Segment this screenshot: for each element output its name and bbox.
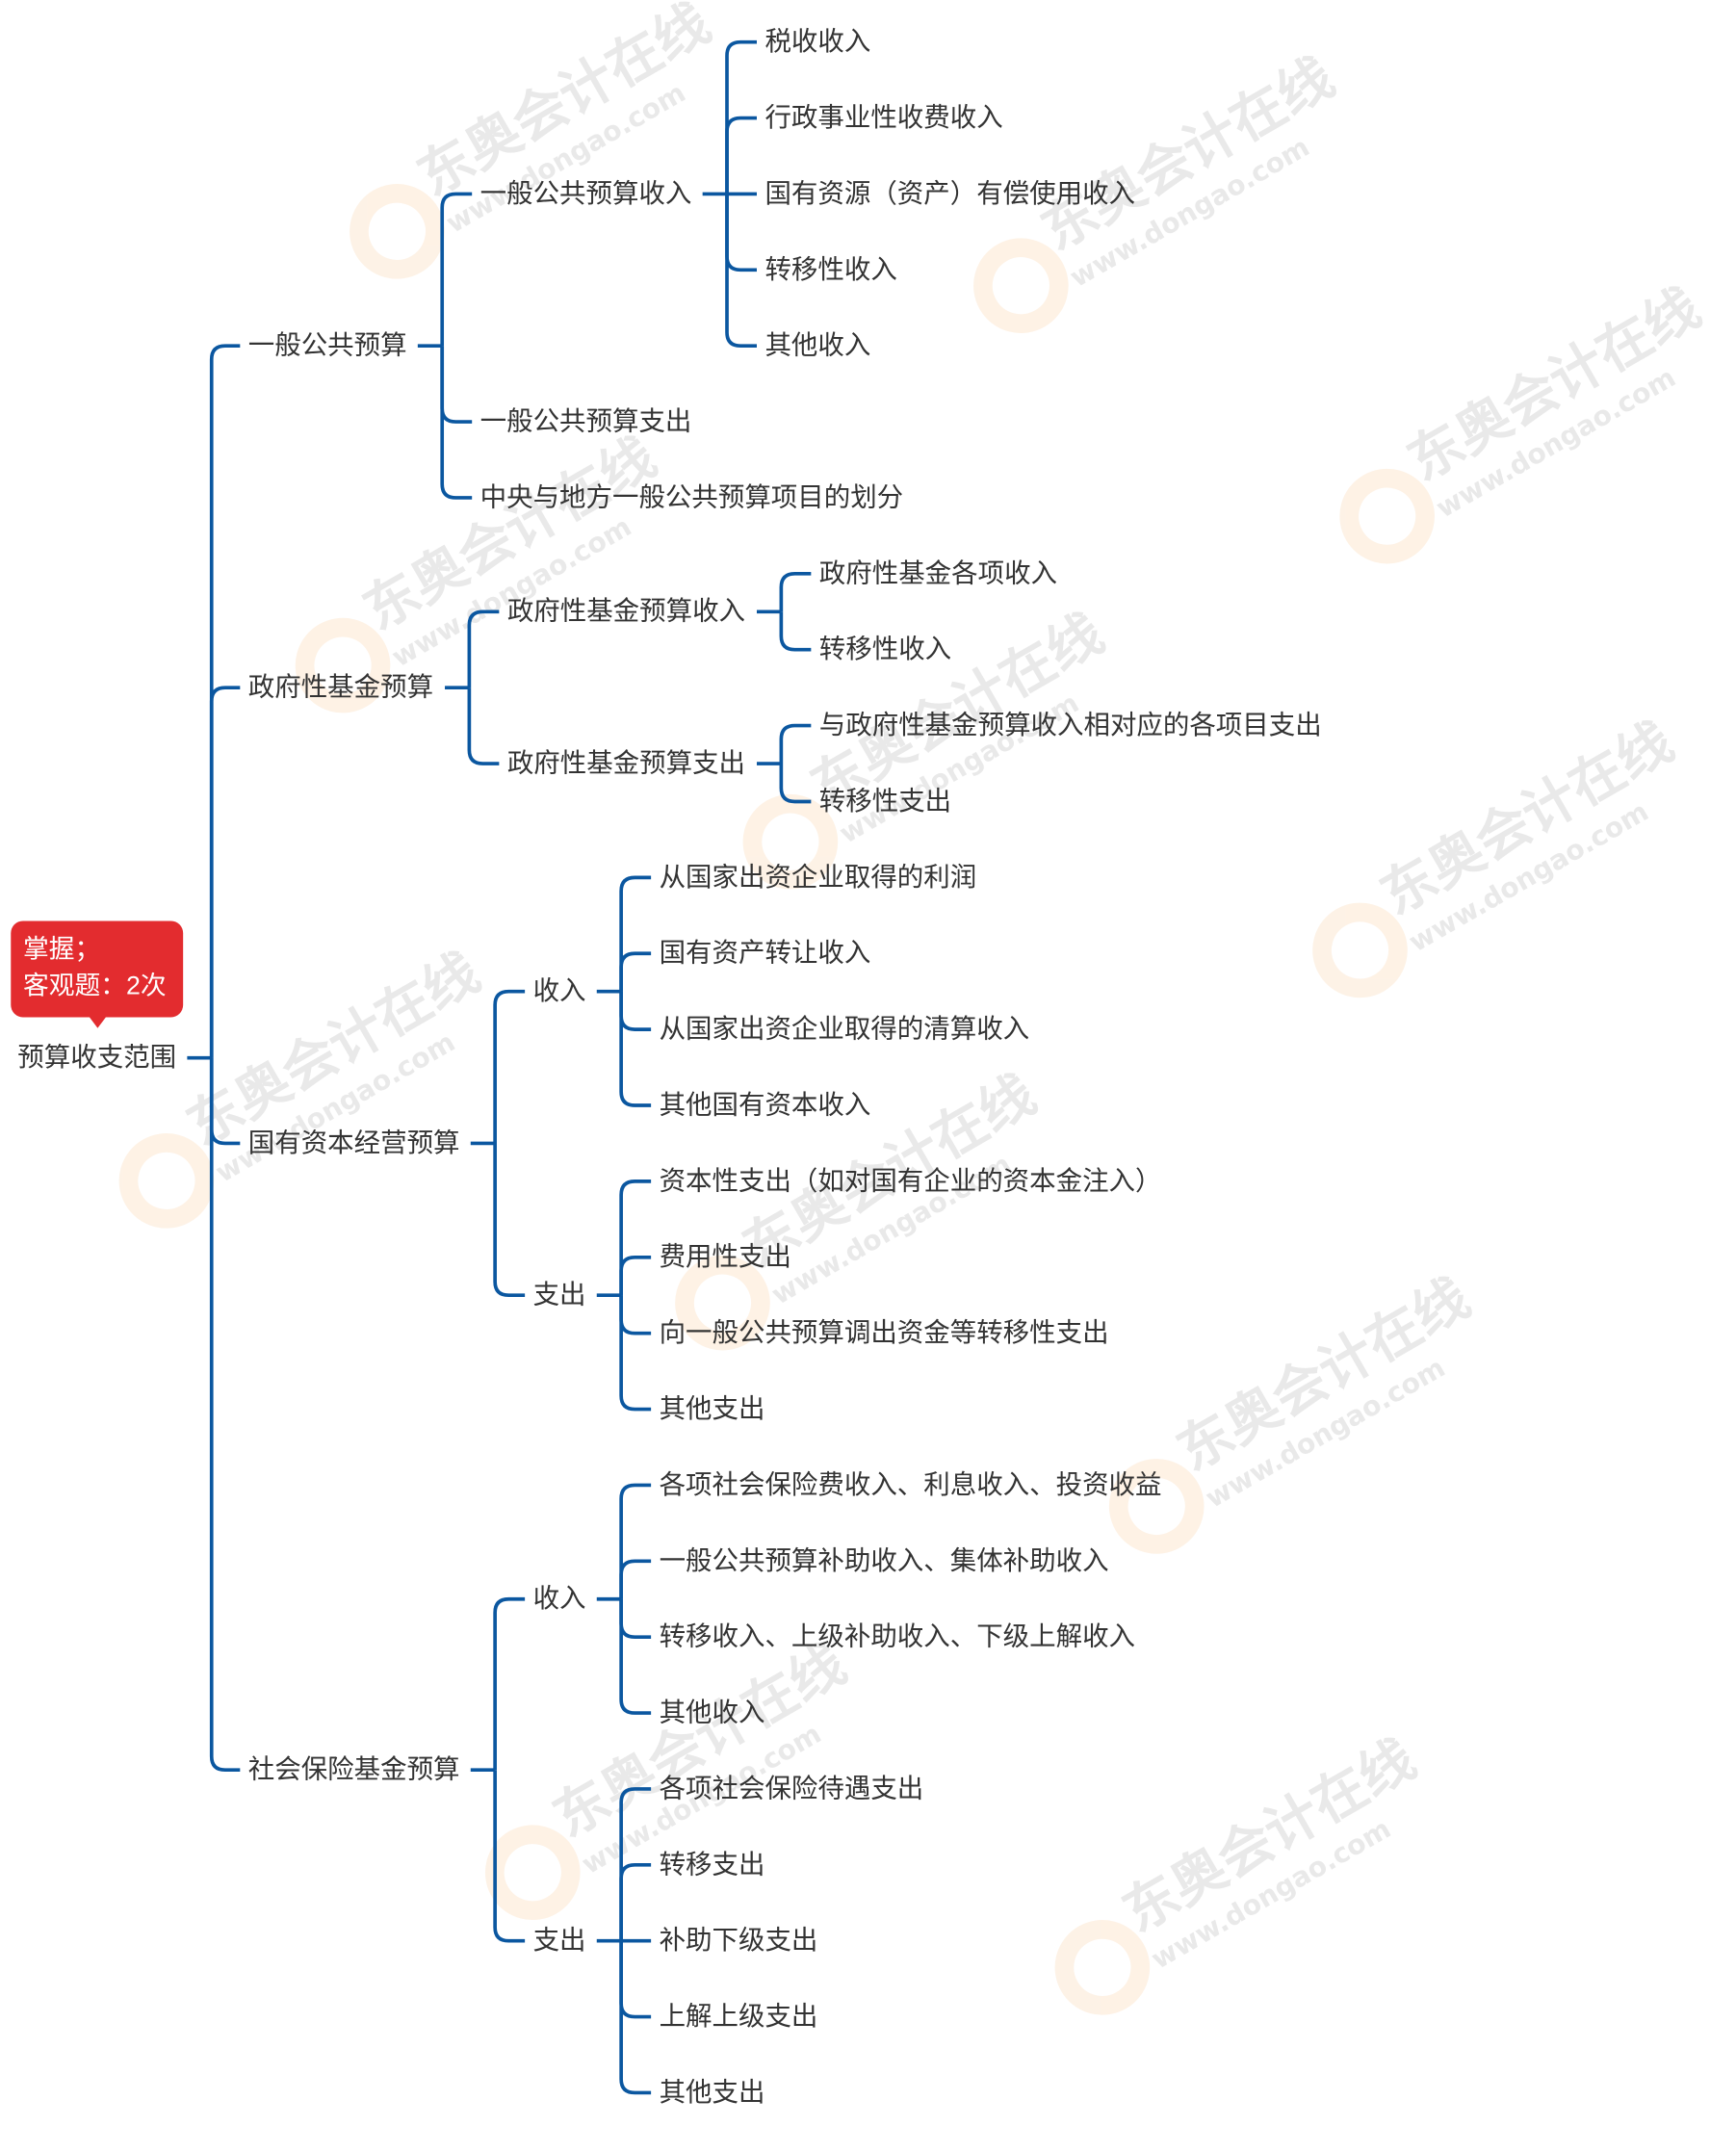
branch-connector	[619, 991, 652, 1031]
leaf-node[interactable]: 行政事业性收费收入	[764, 103, 1003, 134]
leaf-node[interactable]: 与政府性基金预算收入相对应的各项目支出	[818, 711, 1322, 741]
topic-node[interactable]: 政府性基金预算	[247, 672, 434, 703]
branch-connector	[619, 1862, 652, 1941]
topic-node[interactable]: 收入	[532, 1584, 586, 1615]
leaf-node[interactable]: 上解上级支出	[659, 2002, 818, 2033]
branch-connector	[619, 1559, 652, 1599]
branch-connector	[619, 991, 652, 1107]
branch-connector	[779, 611, 812, 652]
branch-connector	[725, 194, 757, 349]
branch-connector	[440, 346, 473, 500]
branch-connector	[619, 1255, 652, 1296]
branch-connector	[725, 116, 757, 194]
leaf-node[interactable]: 一般公共预算补助收入、集体补助收入	[659, 1545, 1109, 1576]
branch-connector	[619, 1598, 652, 1715]
leaf-node[interactable]: 国有资产转让收入	[659, 938, 871, 969]
branch-connector	[493, 1143, 526, 1298]
leaf-node[interactable]: 一般公共预算支出	[479, 406, 692, 437]
branch-connector	[440, 346, 473, 424]
topic-node[interactable]: 一般公共预算收入	[479, 178, 692, 209]
branch-connector	[619, 1787, 652, 1941]
topic-node[interactable]: 一般公共预算	[247, 330, 407, 361]
badge-line-1: 掌握；	[22, 935, 101, 965]
branch-connector	[779, 764, 812, 804]
branch-connector	[619, 1295, 652, 1335]
root-topic[interactable]: 预算收支范围	[17, 1043, 177, 1074]
branch-connector	[440, 192, 473, 347]
topic-node[interactable]: 政府性基金预算收入	[506, 596, 746, 627]
leaf-node[interactable]: 税收收入	[764, 27, 871, 58]
branch-connector	[779, 723, 812, 765]
branch-connector	[467, 687, 500, 765]
leaf-node[interactable]: 其他收入	[764, 330, 871, 361]
branch-connector	[209, 344, 241, 1058]
leaf-node[interactable]: 从国家出资企业取得的利润	[659, 862, 977, 893]
topic-node[interactable]: 收入	[532, 976, 586, 1007]
branch-connector	[619, 1940, 652, 2095]
branch-connector	[725, 194, 757, 272]
leaf-node[interactable]: 费用性支出	[659, 1242, 791, 1273]
branch-connector	[619, 1598, 652, 1640]
branch-connector	[493, 1770, 526, 1943]
leaf-node[interactable]: 向一般公共预算调出资金等转移性支出	[659, 1318, 1109, 1349]
branch-connector	[779, 572, 812, 612]
leaf-node[interactable]: 其他国有资本收入	[659, 1090, 871, 1121]
branch-connector	[209, 1057, 241, 1146]
topic-node[interactable]: 支出	[532, 1926, 586, 1957]
topic-node[interactable]: 社会保险基金预算	[247, 1754, 460, 1785]
leaf-node[interactable]: 其他收入	[659, 1698, 765, 1728]
branch-connector	[619, 951, 652, 992]
leaf-node[interactable]: 从国家出资企业取得的清算收入	[659, 1014, 1030, 1045]
leaf-node[interactable]: 转移性支出	[818, 786, 952, 817]
leaf-node[interactable]: 政府性基金各项收入	[818, 558, 1058, 589]
branch-connector	[493, 989, 526, 1144]
mastery-badge: 掌握； 客观题：2次	[11, 920, 184, 1028]
branch-connector	[619, 1295, 652, 1412]
topic-node[interactable]: 支出	[532, 1280, 586, 1310]
topic-node[interactable]: 国有资本经营预算	[247, 1128, 460, 1158]
leaf-node[interactable]: 资本性支出（如对国有企业的资本金注入）	[659, 1166, 1162, 1197]
branch-connector	[209, 1057, 241, 1773]
leaf-node[interactable]: 国有资源（资产）有偿使用收入	[764, 178, 1136, 209]
leaf-node[interactable]: 转移性收入	[818, 635, 952, 665]
branch-connector	[209, 686, 241, 1058]
leaf-node[interactable]: 各项社会保险费收入、利息收入、投资收益	[659, 1469, 1162, 1500]
leaf-node[interactable]: 其他支出	[659, 1394, 765, 1425]
leaf-node[interactable]: 转移收入、上级补助收入、下级上解收入	[659, 1621, 1136, 1652]
leaf-node[interactable]: 转移性收入	[764, 254, 897, 285]
branch-connector	[619, 1940, 652, 2019]
branch-connector	[619, 1180, 652, 1296]
branch-connector	[725, 39, 757, 194]
leaf-node[interactable]: 各项社会保险待遇支出	[659, 1774, 924, 1804]
topic-node[interactable]: 政府性基金预算支出	[506, 748, 746, 779]
branch-connector	[619, 1483, 652, 1599]
leaf-node[interactable]: 补助下级支出	[659, 1926, 818, 1957]
leaf-node[interactable]: 中央与地方一般公共预算项目的划分	[479, 482, 904, 513]
branch-connector	[493, 1596, 526, 1771]
branch-connector	[619, 875, 652, 992]
leaf-node[interactable]: 转移支出	[659, 1850, 765, 1880]
leaf-node[interactable]: 其他支出	[659, 2077, 765, 2108]
badge-line-2: 客观题：2次	[22, 972, 167, 1001]
branch-connector	[467, 609, 500, 688]
